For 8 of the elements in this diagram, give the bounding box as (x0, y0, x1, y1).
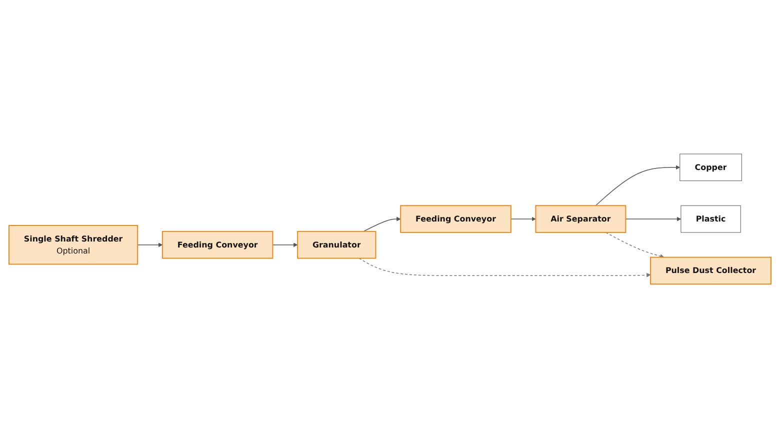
arrow (625, 216, 682, 222)
arrow (510, 216, 536, 222)
arrow (272, 242, 298, 247)
arrow (605, 232, 664, 258)
arrow (363, 216, 401, 232)
arrow (137, 242, 163, 247)
arrow (358, 258, 651, 278)
arrow (595, 165, 680, 206)
